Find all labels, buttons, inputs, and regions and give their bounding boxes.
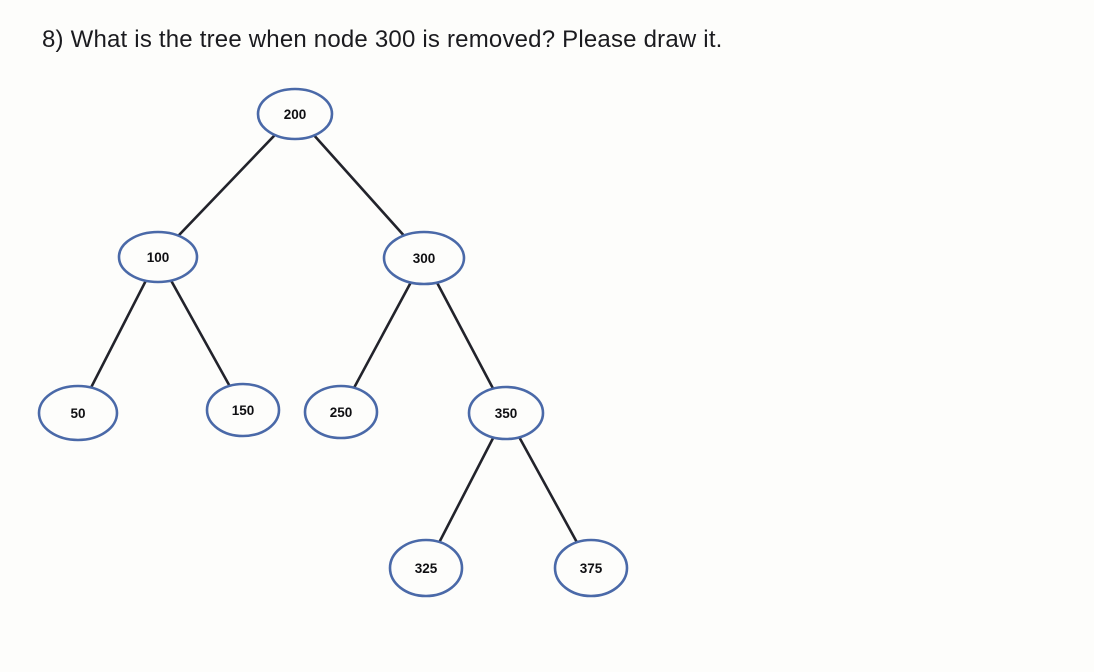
tree-node-ellipse-250 (303, 384, 379, 440)
tree-node-label-250: 250 (330, 405, 353, 420)
tree-node-ellipse-50 (37, 384, 119, 442)
tree-node-label-200: 200 (284, 107, 307, 122)
tree-node-label-50: 50 (70, 406, 85, 421)
tree-node-200: 200 (256, 87, 334, 141)
tree-node-ellipse-150 (205, 382, 281, 438)
tree-node-300: 300 (382, 230, 466, 286)
tree-node-label-100: 100 (147, 250, 170, 265)
tree-node-ellipse-100 (117, 230, 199, 284)
tree-node-ellipse-350 (467, 385, 545, 441)
tree-node-250: 250 (303, 384, 379, 440)
tree-node-350: 350 (467, 385, 545, 441)
tree-node-150: 150 (205, 382, 281, 438)
tree-node-325: 325 (388, 538, 464, 598)
tree-node-100: 100 (117, 230, 199, 284)
tree-node-50: 50 (37, 384, 119, 442)
tree-node-ellipse-325 (388, 538, 464, 598)
tree-edge-200-300 (293, 112, 426, 260)
tree-node-label-325: 325 (415, 561, 438, 576)
tree-node-label-150: 150 (232, 403, 255, 418)
tree-node-ellipse-375 (553, 538, 629, 598)
tree-node-ellipse-200 (256, 87, 334, 141)
tree-edge-200-100 (156, 112, 297, 259)
tree-node-label-300: 300 (413, 251, 436, 266)
tree-node-label-375: 375 (580, 561, 603, 576)
question-text: 8) What is the tree when node 300 is rem… (42, 26, 723, 53)
tree-node-375: 375 (553, 538, 629, 598)
tree-node-label-350: 350 (495, 406, 518, 421)
tree-edge-100-150 (156, 255, 245, 412)
tree-node-ellipse-300 (382, 230, 466, 286)
